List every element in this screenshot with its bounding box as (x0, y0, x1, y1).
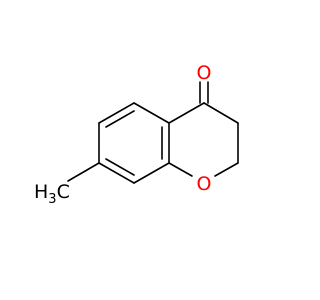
pyranone-ring (168, 102, 239, 177)
methyl-h: H (34, 181, 48, 203)
ring-oxygen-label: O (197, 173, 212, 195)
bond-c5-c6-inner (105, 110, 135, 128)
methyl-subscript: 3 (48, 192, 56, 207)
bond-c7-c8-inner (105, 158, 135, 176)
bond-c2-o1 (214, 162, 239, 177)
bond-c4a-c5 (133, 102, 170, 124)
bond-c4a-c4 (168, 102, 205, 124)
bond-c7-methyl (67, 162, 100, 182)
bond-c5-c6 (98, 102, 135, 124)
bond-c4-c3 (203, 102, 239, 124)
bond-o1-c8a (168, 162, 193, 177)
bond-c7-c8 (98, 162, 135, 184)
carbonyl-bond (199, 81, 209, 104)
molecule-structure: O O H3C (34, 62, 239, 207)
benzene-ring (98, 102, 170, 184)
methyl-c: C (57, 181, 70, 203)
bond-c8-c8a (133, 162, 170, 184)
carbonyl-oxygen-label: O (197, 62, 212, 84)
methyl-label: H3C (34, 181, 70, 207)
